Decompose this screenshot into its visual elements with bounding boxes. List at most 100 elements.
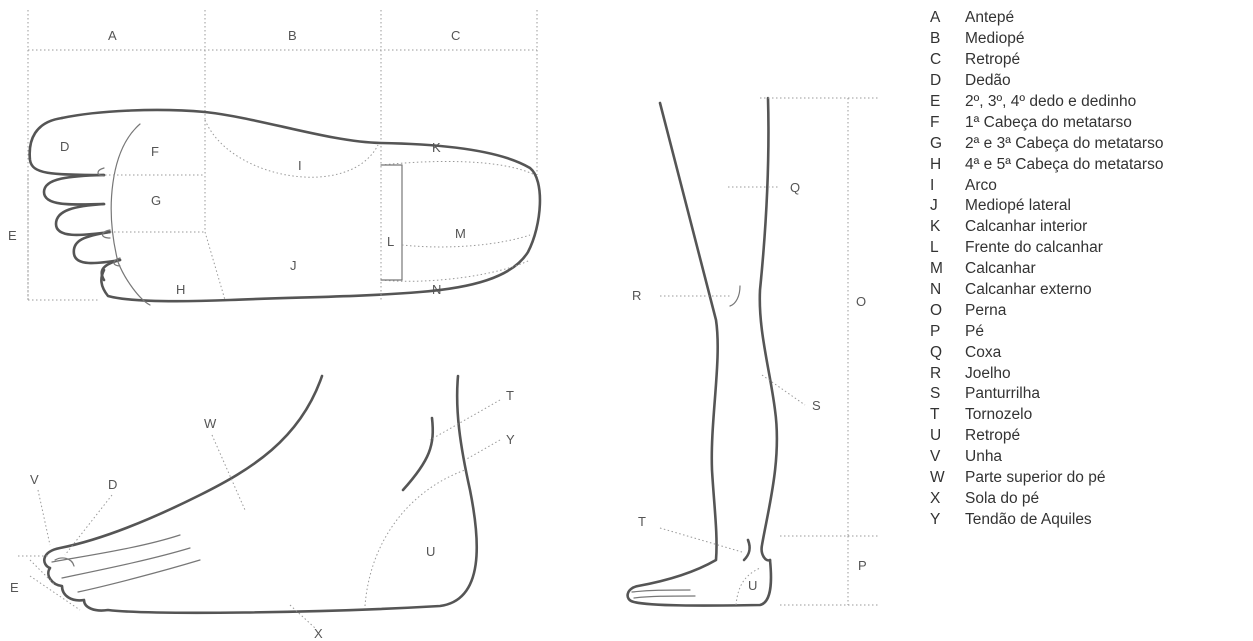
legend-text: Dedão: [952, 72, 1011, 90]
side-view: V D W E X T Y U: [10, 376, 515, 641]
legend-text: 4ª e 5ª Cabeça do metatarso: [952, 156, 1163, 174]
legend-text: 1ª Cabeça do metatarso: [952, 114, 1132, 132]
label-O: O: [856, 294, 866, 309]
leg-back-outline: [628, 103, 771, 606]
label-I: I: [298, 158, 302, 173]
label-C: C: [451, 28, 460, 43]
legend-key: Q: [930, 344, 952, 362]
label-H: H: [176, 282, 185, 297]
legend-key: V: [930, 448, 952, 466]
legend-text: Arco: [952, 177, 997, 195]
label-R: R: [632, 288, 641, 303]
legend-text: Antepé: [952, 9, 1014, 27]
label-K: K: [432, 140, 441, 155]
legend-key: P: [930, 323, 952, 341]
label-E-side: E: [10, 580, 19, 595]
legend-key: L: [930, 239, 952, 257]
legend-text: Frente do calcanhar: [952, 239, 1103, 257]
legend-text: Coxa: [952, 344, 1001, 362]
legend-key: D: [930, 72, 952, 90]
label-L: L: [387, 234, 394, 249]
label-U-leg: U: [748, 578, 757, 593]
legend-key: X: [930, 490, 952, 508]
label-J: J: [290, 258, 297, 273]
anatomy-diagram: A B C D E F G H I J K L M N V D: [0, 0, 920, 641]
legend-key: R: [930, 365, 952, 383]
legend-key: I: [930, 177, 952, 195]
label-Y: Y: [506, 432, 515, 447]
legend-key: E: [930, 93, 952, 111]
label-E: E: [8, 228, 17, 243]
legend-text: Retropé: [952, 427, 1020, 445]
legend-text: Calcanhar externo: [952, 281, 1092, 299]
legend-key: H: [930, 156, 952, 174]
legend-text: Parte superior do pé: [952, 469, 1105, 487]
legend-text: Joelho: [952, 365, 1011, 383]
legend-key: U: [930, 427, 952, 445]
label-B: B: [288, 28, 297, 43]
legend-key: B: [930, 30, 952, 48]
legend-key: J: [930, 197, 952, 215]
legend-text: Mediopé lateral: [952, 197, 1071, 215]
label-M: M: [455, 226, 466, 241]
label-S: S: [812, 398, 821, 413]
legend-key: M: [930, 260, 952, 278]
legend-text: Pé: [952, 323, 984, 341]
label-T-leg: T: [638, 514, 646, 529]
legend-text: Tornozelo: [952, 406, 1032, 424]
legend-text: 2ª e 3ª Cabeça do metatarso: [952, 135, 1163, 153]
legend-key: W: [930, 469, 952, 487]
label-F: F: [151, 144, 159, 159]
legend-text: Tendão de Aquiles: [952, 511, 1092, 529]
legend-text: Calcanhar: [952, 260, 1036, 278]
leg-view: Q R O S T P U: [628, 98, 880, 606]
sole-outline: [62, 110, 540, 301]
legend-text: 2º, 3º, 4º dedo e dedinho: [952, 93, 1136, 111]
label-D-side: D: [108, 477, 117, 492]
legend-key: Y: [930, 511, 952, 529]
legend-text: Sola do pé: [952, 490, 1039, 508]
label-X: X: [314, 626, 323, 641]
label-Q: Q: [790, 180, 800, 195]
legend-text: Mediopé: [952, 30, 1024, 48]
legend-key: A: [930, 9, 952, 27]
label-G: G: [151, 193, 161, 208]
label-U: U: [426, 544, 435, 559]
label-V: V: [30, 472, 39, 487]
leg-front-outline: [760, 98, 777, 560]
label-A: A: [108, 28, 117, 43]
legend-text: Retropé: [952, 51, 1020, 69]
label-N: N: [432, 282, 441, 297]
legend-text: Panturrilha: [952, 385, 1040, 403]
legend-key: O: [930, 302, 952, 320]
sole-view: A B C D E F G H I J K L M N: [8, 10, 540, 305]
side-foot-outline: [44, 376, 476, 613]
legend-key: C: [930, 51, 952, 69]
label-D: D: [60, 139, 69, 154]
legend-key: S: [930, 385, 952, 403]
legend-key: G: [930, 135, 952, 153]
legend-key: N: [930, 281, 952, 299]
